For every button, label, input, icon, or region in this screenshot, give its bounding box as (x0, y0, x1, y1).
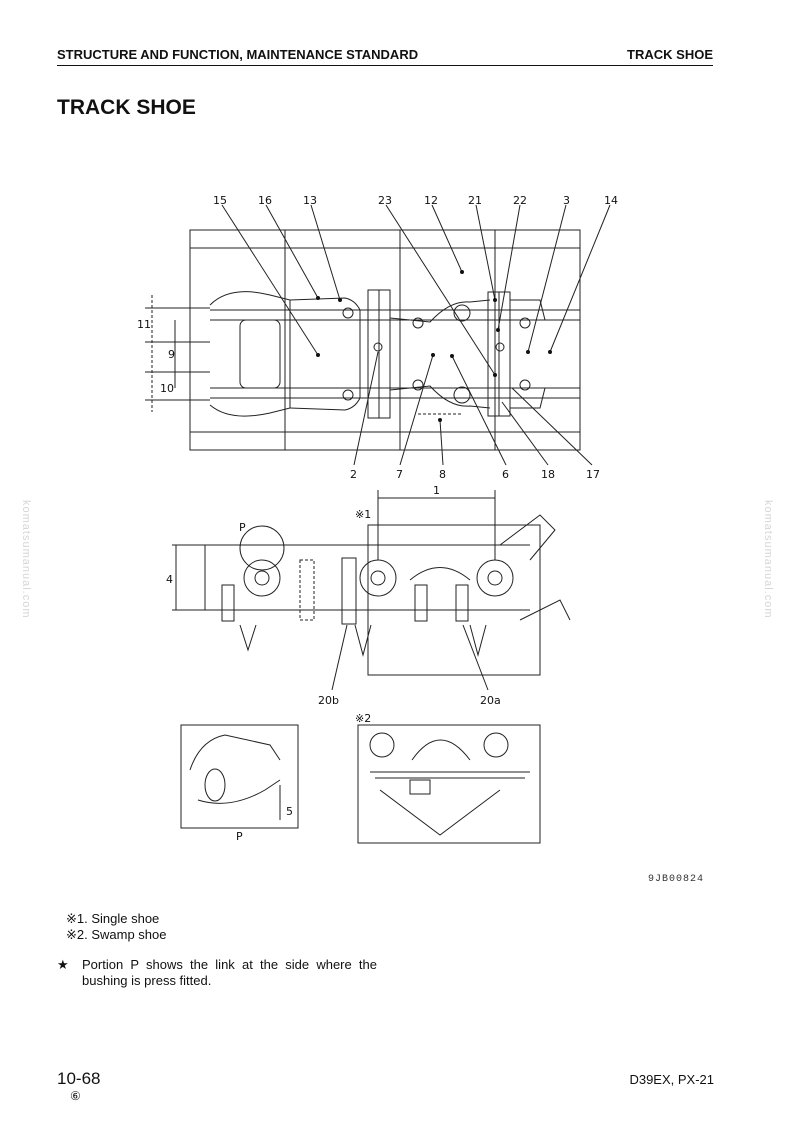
plan-view-frame (189, 229, 581, 451)
callout-18: 18 (541, 468, 555, 481)
portion-p-detail-label: P (236, 830, 243, 843)
dim-4: 4 (166, 573, 173, 586)
middle-labels: 1 4 ※1 P 20b 20a (166, 484, 501, 707)
callout-7: 7 (396, 468, 403, 481)
callout-17: 17 (586, 468, 600, 481)
callout-2: 2 (350, 468, 357, 481)
page-title: TRACK SHOE (57, 96, 196, 119)
callout-21: 21 (468, 194, 482, 207)
page-number: 10-68 (57, 1069, 101, 1088)
figure-code: 9JB00824 (648, 874, 705, 885)
dim-1: 1 (433, 484, 440, 497)
watermark-left: komatsumanual.com (20, 500, 32, 619)
bottom-callouts: 2 7 8 6 18 17 (350, 468, 600, 481)
callout-15: 15 (213, 194, 227, 207)
section-title: STRUCTURE AND FUNCTION, MAINTENANCE STAN… (57, 47, 419, 62)
callout-3: 3 (563, 194, 570, 207)
dim-10: 10 (160, 382, 174, 395)
callout-16: 16 (258, 194, 272, 207)
callout-23: 23 (378, 194, 392, 207)
callout-6: 6 (502, 468, 509, 481)
footnote-single-shoe: ※1. Single shoe (66, 911, 160, 926)
callout-13: 13 (303, 194, 317, 207)
footnote-swamp-shoe: ※2. Swamp shoe (66, 927, 167, 942)
top-callouts: 15 16 13 23 12 21 22 3 14 (213, 194, 618, 207)
page-header: STRUCTURE AND FUNCTION, MAINTENANCE STAN… (57, 45, 713, 66)
revision-mark: ⑥ (70, 1089, 81, 1103)
item-20b: 20b (318, 694, 339, 707)
star-note-text: Portion P shows the link at the side whe… (82, 957, 377, 988)
single-shoe-frame (367, 524, 541, 676)
lower-labels: ※2 5 P (236, 712, 371, 843)
star-icon: ★ (57, 957, 69, 972)
note-1-mark: ※1 (355, 508, 371, 521)
callout-22: 22 (513, 194, 527, 207)
side-labels: 11 9 10 (137, 318, 175, 395)
watermark-right: komatsumanual.com (762, 500, 774, 619)
callout-8: 8 (439, 468, 446, 481)
item-20a: 20a (480, 694, 501, 707)
dim-9: 9 (168, 348, 175, 361)
dim-5: 5 (286, 805, 293, 818)
portion-p-detail (180, 724, 299, 829)
topic-title: TRACK SHOE (627, 47, 713, 62)
model-name: D39EX, PX-21 (629, 1072, 714, 1087)
swamp-shoe-detail (357, 724, 541, 844)
footnotes: ※1. Single shoe ※2. Swamp shoe (66, 911, 167, 943)
callout-12: 12 (424, 194, 438, 207)
callout-14: 14 (604, 194, 618, 207)
note-2-mark: ※2 (355, 712, 371, 725)
dim-11: 11 (137, 318, 151, 331)
portion-p-label: P (239, 521, 246, 534)
